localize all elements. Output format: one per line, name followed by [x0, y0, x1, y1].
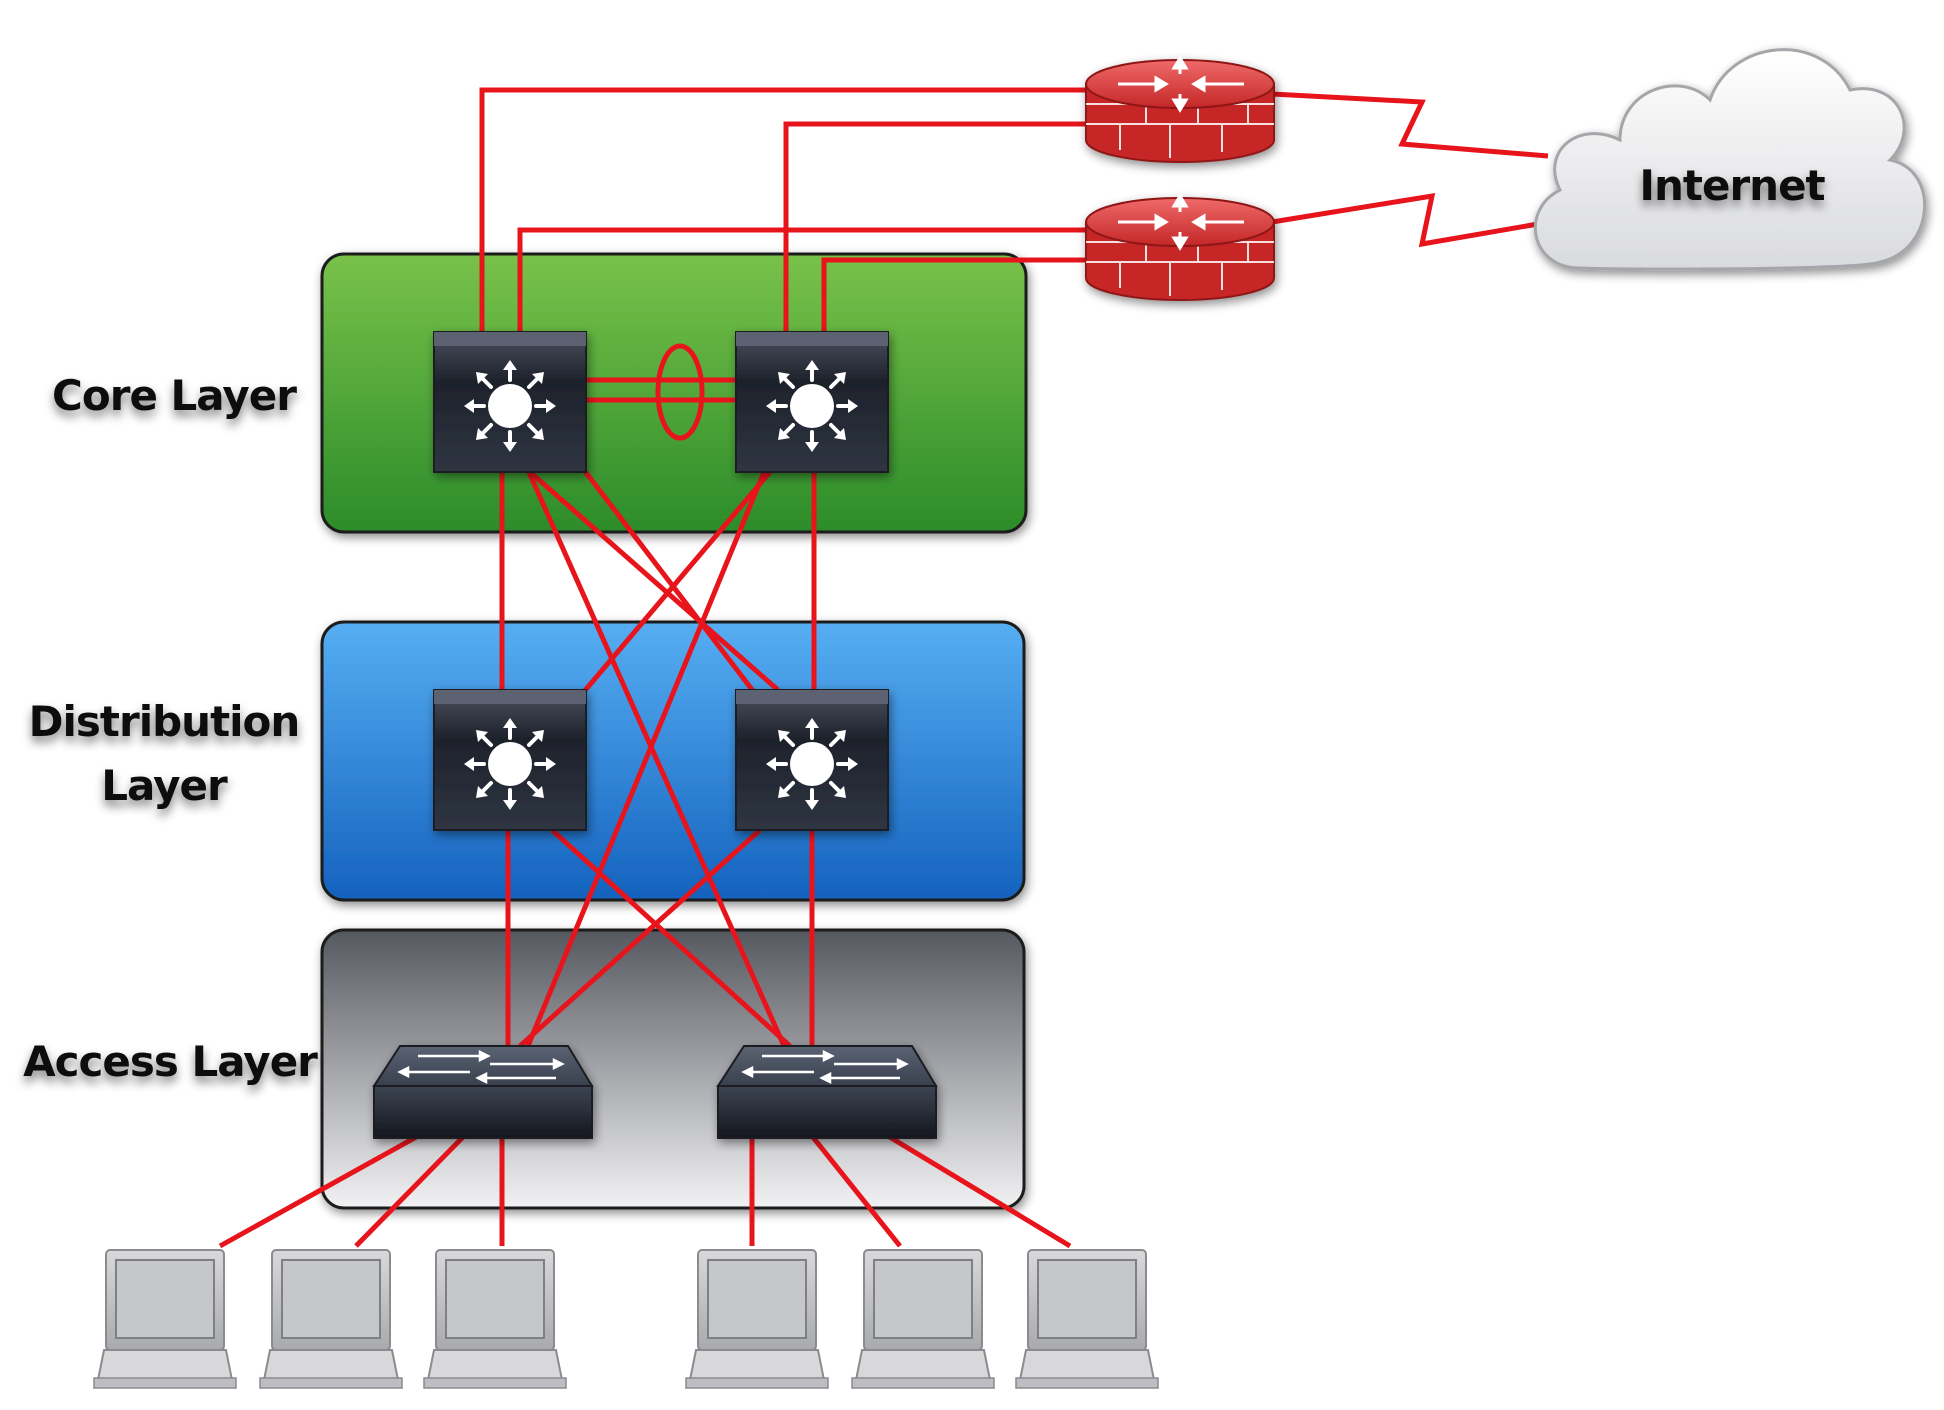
core-switch-1[interactable]: [433, 331, 587, 473]
access-switch-1[interactable]: [372, 1045, 594, 1139]
laptop-5[interactable]: [851, 1249, 995, 1389]
laptop-3[interactable]: [423, 1249, 567, 1389]
laptop-icon: [851, 1249, 995, 1389]
laptop-1[interactable]: [93, 1249, 237, 1389]
core-switch-2[interactable]: [735, 331, 889, 473]
laptop-icon: [423, 1249, 567, 1389]
multilayer-switch-icon: [764, 716, 860, 812]
multilayer-switch-icon: [764, 358, 860, 454]
workgroup-switch-icon: [397, 1049, 565, 1085]
laptop-icon: [93, 1249, 237, 1389]
link-core1-access2: [525, 468, 787, 1048]
link-core2-fw1: [783, 121, 1090, 334]
link-core1-fw1: [479, 87, 1090, 334]
multilayer-switch-icon: [462, 716, 558, 812]
link-core1-acc2: [582, 468, 762, 702]
link-dist1-acc2: [550, 828, 792, 1048]
link-fw1-internet: [1271, 91, 1549, 159]
laptop-icon: [685, 1249, 829, 1389]
link-core2-dist1: [558, 470, 772, 722]
distribution-switch-2[interactable]: [735, 689, 889, 831]
link-core2-fw2: [821, 257, 1090, 334]
link-dist2-acc1: [518, 828, 762, 1048]
firewall-2[interactable]: [1085, 193, 1275, 301]
link-acc2-laptop6: [886, 1133, 1072, 1249]
internet-label: Internet: [1639, 161, 1825, 210]
core-layer-label: Core Layer: [52, 371, 297, 420]
laptop-icon: [1015, 1249, 1159, 1389]
link-acc2-laptop5: [810, 1134, 902, 1248]
access-layer-label: Access Layer: [23, 1037, 318, 1086]
laptop-icon: [259, 1249, 403, 1389]
workgroup-switch-icon: [741, 1049, 909, 1085]
link-core1-fw2: [517, 227, 1090, 334]
firewall-router-icon: [1118, 55, 1244, 113]
core-layer-panel: [320, 252, 1028, 534]
link-acc1-laptop1: [218, 1133, 420, 1249]
internet-cloud[interactable]: [1533, 48, 1926, 271]
distribution-switch-1[interactable]: [433, 689, 587, 831]
link-core2-access1: [525, 471, 767, 1047]
laptop-6[interactable]: [1015, 1249, 1159, 1389]
laptop-2[interactable]: [259, 1249, 403, 1389]
link-core1-dist2: [528, 470, 780, 692]
link-fw2-internet: [1271, 192, 1539, 248]
link-acc1-laptop2: [354, 1134, 466, 1248]
cloud-icon: [1533, 48, 1926, 271]
laptop-4[interactable]: [685, 1249, 829, 1389]
distribution-layer-panel: [320, 620, 1026, 902]
distribution-layer-label-line1: Distribution: [29, 697, 300, 746]
distribution-layer-label-line2: Layer: [101, 761, 228, 810]
network-links: [218, 87, 1549, 1249]
access-switch-2[interactable]: [716, 1045, 938, 1139]
firewall-router-icon: [1118, 193, 1244, 251]
multilayer-switch-icon: [462, 358, 558, 454]
port-channel-ellipse: [655, 343, 705, 441]
firewall-1[interactable]: [1085, 55, 1275, 163]
